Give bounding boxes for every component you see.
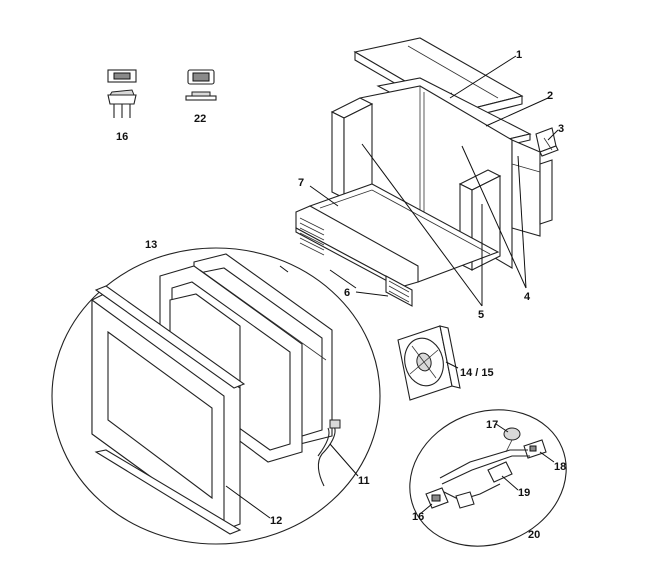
label-part-16-top: 16 [116,131,128,143]
label-part-2: 2 [547,90,553,102]
part-13-door-assembly [51,247,381,545]
part-labels: 1 2 3 4 5 6 7 11 12 13 14 / 15 16 16 17 … [116,49,566,541]
part-22-bezel [185,69,217,101]
label-part-1: 1 [516,49,522,61]
label-part-16-bottom: 16 [412,511,424,523]
left-vent [299,217,325,256]
label-part-11: 11 [358,475,370,487]
label-part-14-15: 14 / 15 [460,367,494,379]
leader-lines [225,55,559,519]
label-part-22: 22 [194,113,206,125]
right-vent [388,280,410,303]
label-part-18: 18 [554,461,566,473]
label-part-6: 6 [344,287,350,299]
label-part-20: 20 [528,529,540,541]
part-14-15-fan [397,325,461,401]
label-part-13: 13 [145,239,157,251]
label-part-5: 5 [478,309,484,321]
label-part-4: 4 [524,291,531,303]
oven-body [308,85,553,283]
label-part-3: 3 [558,123,564,135]
label-part-19: 19 [518,487,530,499]
part-16-rocker-switch [107,69,137,118]
part-20-wiring-harness [409,409,567,547]
label-part-7: 7 [298,177,304,189]
label-part-12: 12 [270,515,282,527]
label-part-17: 17 [486,419,498,431]
part-3-bracket [535,127,559,157]
part-6-vent-grills [295,205,419,307]
